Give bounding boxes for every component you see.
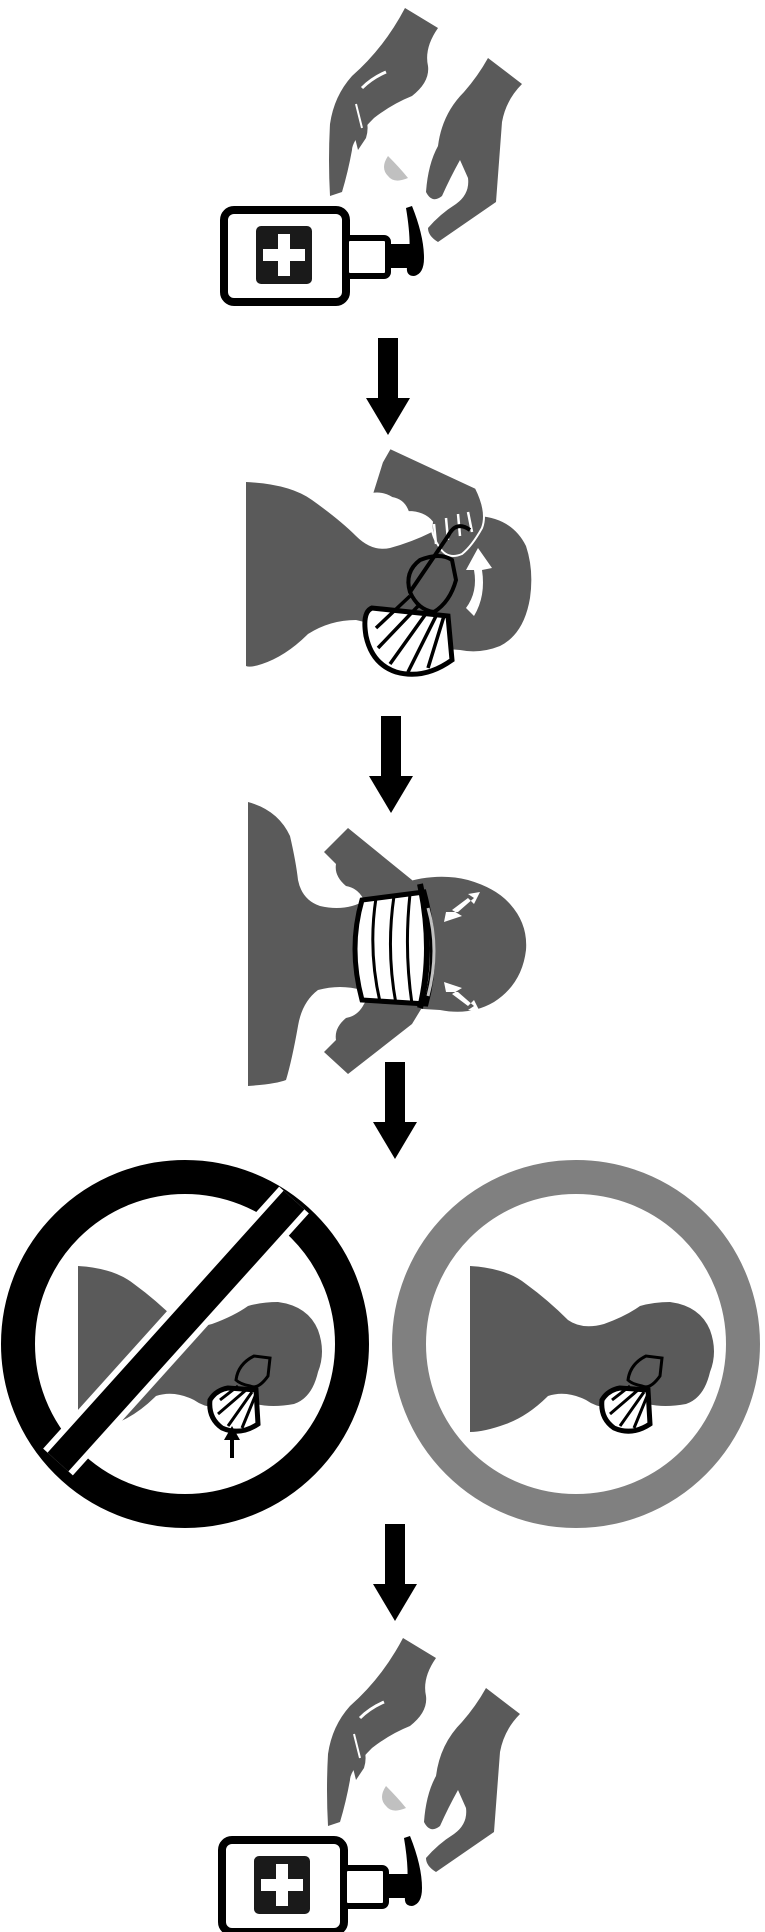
mask-nose-clip-press-icon (248, 802, 526, 1086)
down-arrow-icon (373, 1524, 417, 1621)
mask-fit-compare-icon (18, 1177, 743, 1511)
mask-unfold-on-face-icon (246, 448, 531, 674)
wrong-fit-panel (18, 1177, 352, 1511)
down-arrow-icon (373, 1062, 417, 1159)
down-arrow-icon (369, 716, 413, 813)
correct-fit-panel (409, 1177, 743, 1511)
hand-sanitizer-pump-icon (224, 8, 522, 302)
down-arrow-icon (366, 338, 410, 435)
hand-sanitizer-pump-icon (222, 1638, 520, 1932)
